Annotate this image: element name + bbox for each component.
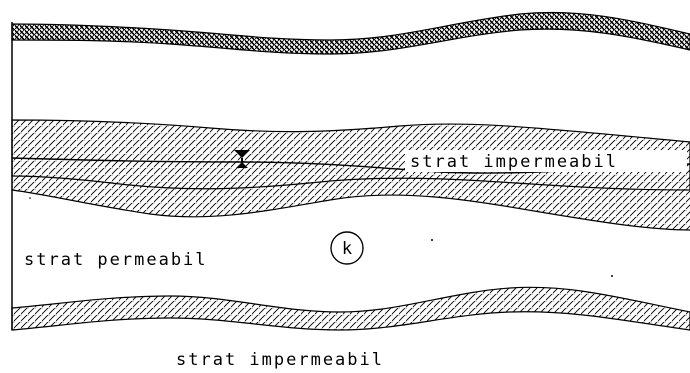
top-crosshatch-layer (12, 12, 690, 54)
lower-impermeable-layer (12, 287, 690, 330)
speck (611, 275, 613, 277)
conductivity-k-symbol: k (331, 232, 363, 264)
upper-impermeable-label: strat impermeabil (410, 152, 618, 172)
lower-impermeable-label: strat impermeabil (176, 350, 384, 370)
speck (29, 197, 31, 199)
permeable-label: strat permeabil (24, 250, 208, 270)
conductivity-k-label: k (342, 239, 352, 259)
speck (431, 239, 433, 241)
